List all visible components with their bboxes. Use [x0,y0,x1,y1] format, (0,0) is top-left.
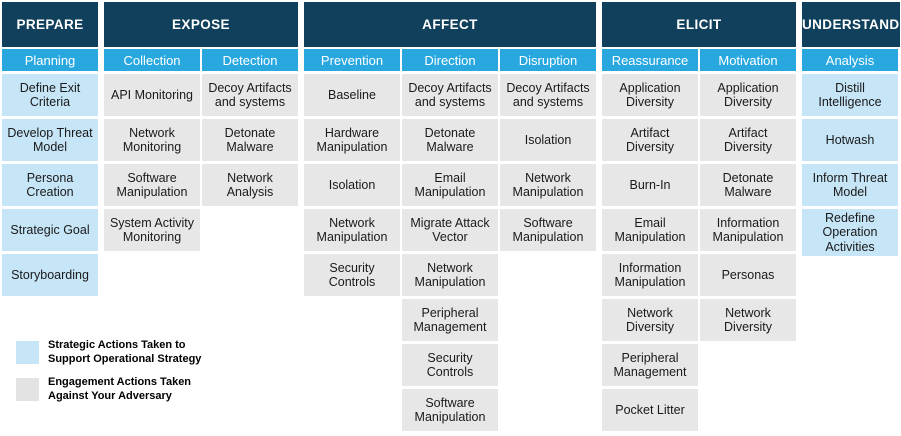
subheader-collection: Collection [104,49,200,71]
legend-label-line: Support Operational Strategy [48,353,202,366]
matrix-cell: Strategic Goal [2,209,98,251]
matrix-cell: Artifact Diversity [700,119,796,161]
matrix-cell: Software Manipulation [402,389,498,431]
matrix-cell: Network Manipulation [402,254,498,296]
matrix-cell: Peripheral Management [602,344,698,386]
subheader-detection: Detection [202,49,298,71]
matrix-cell: Email Manipulation [602,209,698,251]
matrix-cell: Software Manipulation [104,164,200,206]
matrix-cell: Detonate Malware [402,119,498,161]
matrix-cell: System Activity Monitoring [104,209,200,251]
matrix-cell: Email Manipulation [402,164,498,206]
legend-swatch-engagement [16,377,39,401]
group-header-elicit: ELICIT [602,2,796,47]
legend-label-line: Against Your Adversary [48,390,172,403]
matrix-cell: Define Exit Criteria [2,74,98,116]
matrix-cell: Network Monitoring [104,119,200,161]
matrix-cell: Pocket Litter [602,389,698,431]
group-header-affect: AFFECT [304,2,596,47]
matrix-cell: Decoy Artifacts and systems [500,74,596,116]
matrix-cell: Information Manipulation [602,254,698,296]
matrix-cell: Peripheral Management [402,299,498,341]
matrix-cell: Hardware Manipulation [304,119,400,161]
matrix-cell: Application Diversity [602,74,698,116]
matrix-cell: Decoy Artifacts and systems [202,74,298,116]
legend: Strategic Actions Taken to Support Operat… [16,338,201,403]
matrix-cell: Inform Threat Model [802,164,898,206]
matrix-cell: Persona Creation [2,164,98,206]
matrix-cell: Information Manipulation [700,209,796,251]
legend-swatch-strategic [16,340,39,364]
group-header-prepare: PREPARE [2,2,98,47]
legend-label-line: Engagement Actions Taken [48,376,192,389]
legend-item-strategic: Strategic Actions Taken to Support Operat… [16,338,201,366]
matrix-cell: Network Manipulation [304,209,400,251]
matrix-cell: Detonate Malware [202,119,298,161]
legend-label-line: Strategic Actions Taken to [48,339,186,351]
matrix-cell: Artifact Diversity [602,119,698,161]
matrix-cell: Security Controls [304,254,400,296]
subheader-reassurance: Reassurance [602,49,698,71]
matrix-cell: Security Controls [402,344,498,386]
matrix-cell: Network Diversity [602,299,698,341]
matrix-cell: Burn-In [602,164,698,206]
matrix-cell: Detonate Malware [700,164,796,206]
matrix-cell: Application Diversity [700,74,796,116]
matrix-cell: Network Manipulation [500,164,596,206]
matrix-cell: Distill Intelligence [802,74,898,116]
matrix-cell: Develop Threat Model [2,119,98,161]
matrix-cell: Software Manipulation [500,209,596,251]
matrix-cell: Network Analysis [202,164,298,206]
matrix-cell: Storyboarding [2,254,98,296]
subheader-analysis: Analysis [802,49,898,71]
matrix-cell: Baseline [304,74,400,116]
subheader-disruption: Disruption [500,49,596,71]
matrix-cell: Hotwash [802,119,898,161]
group-header-understand: UNDERSTAND [802,2,900,47]
matrix-cell: Migrate Attack Vector [402,209,498,251]
matrix-cell: Personas [700,254,796,296]
matrix-cell: Isolation [500,119,596,161]
subheader-prevention: Prevention [304,49,400,71]
subheader-motivation: Motivation [700,49,796,71]
matrix-cell: Isolation [304,164,400,206]
legend-label-strategic: Strategic Actions Taken to Support Operat… [48,338,201,366]
matrix-cell: Redefine Operation Activities [802,209,898,257]
matrix-cell: Decoy Artifacts and systems [402,74,498,116]
subheader-planning: Planning [2,49,98,71]
matrix-cell: API Monitoring [104,74,200,116]
group-header-expose: EXPOSE [104,2,298,47]
matrix-cell: Network Diversity [700,299,796,341]
subheader-direction: Direction [402,49,498,71]
